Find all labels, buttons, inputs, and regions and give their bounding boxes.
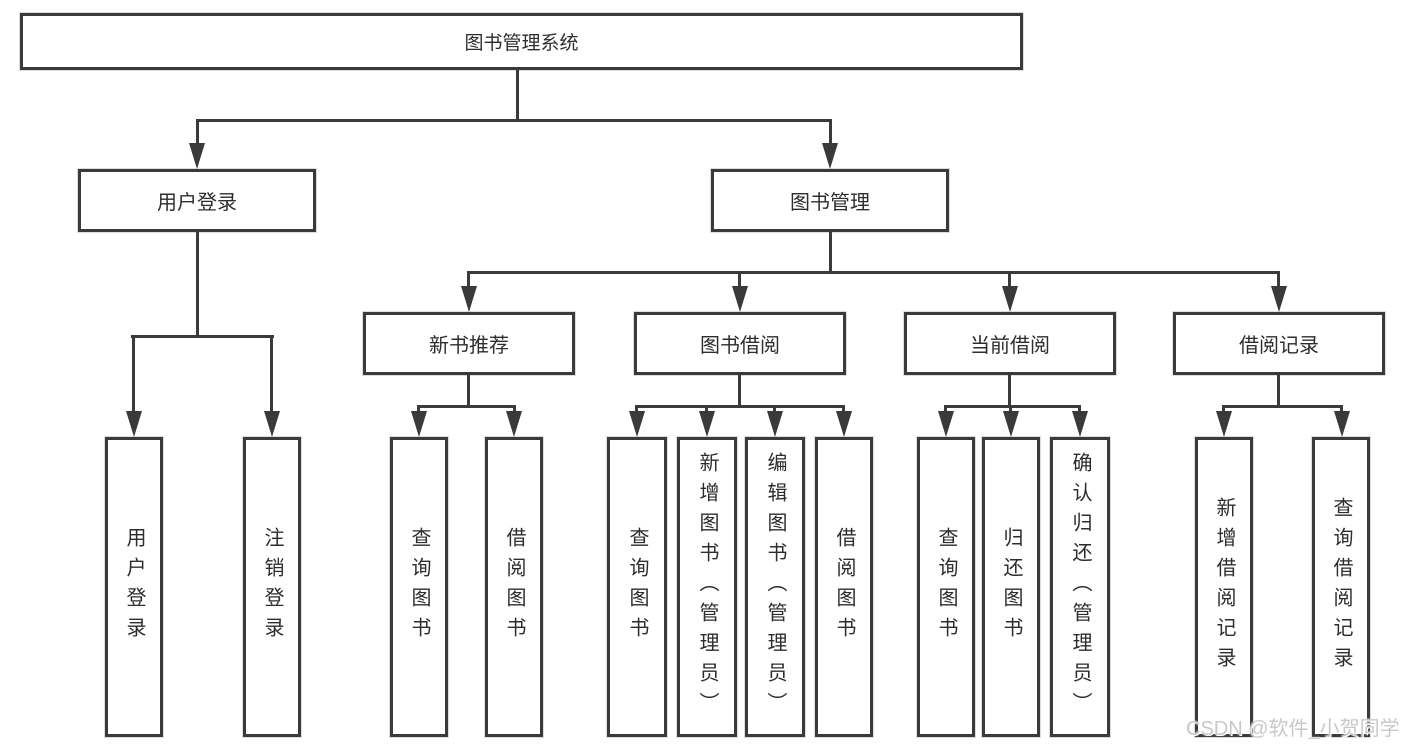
node-add-borrow-record-label: 新增借阅记录 xyxy=(1213,497,1235,677)
node-query-books-current: 查询图书 xyxy=(917,437,975,737)
node-borrow-books-recommend-label: 借阅图书 xyxy=(503,527,525,647)
connector-line xyxy=(196,119,832,122)
connector-line xyxy=(1277,271,1280,288)
connector-line xyxy=(1009,405,1012,415)
node-book-management-label: 图书管理 xyxy=(790,192,870,214)
node-current-borrowing: 当前借阅 xyxy=(904,312,1116,375)
arrow-down-icon xyxy=(411,411,427,437)
connector-line xyxy=(196,119,199,146)
connector-line xyxy=(1340,405,1343,415)
connector-line xyxy=(513,405,516,415)
connector-line xyxy=(196,230,199,336)
node-borrow-books-borrowing: 借阅图书 xyxy=(815,437,873,737)
node-user-login-label: 用户登录 xyxy=(123,527,145,647)
node-logout-login-label: 注销登录 xyxy=(261,527,283,647)
node-return-books-label: 归还图书 xyxy=(1000,527,1022,647)
connector-line xyxy=(270,335,273,413)
arrow-down-icon xyxy=(732,286,748,312)
connector-line xyxy=(131,335,274,338)
connector-line xyxy=(1078,405,1081,415)
arrow-down-icon xyxy=(1072,411,1088,437)
connector-line xyxy=(842,405,845,415)
connector-line xyxy=(1222,405,1225,415)
connector-line xyxy=(829,230,832,273)
connector-line xyxy=(738,271,741,288)
node-user-login-group-label: 用户登录 xyxy=(157,192,237,214)
connector-line xyxy=(1222,405,1343,408)
node-book-management: 图书管理 xyxy=(711,169,949,232)
connector-line xyxy=(1008,373,1011,407)
connector-line xyxy=(467,271,1280,274)
watermark: CSDN @软件_小贺同学 xyxy=(1186,718,1400,740)
node-borrowing-records-label: 借阅记录 xyxy=(1239,335,1319,357)
node-add-book-admin: 新增图书（管理员） xyxy=(677,437,737,737)
node-add-borrow-record: 新增借阅记录 xyxy=(1195,437,1253,737)
connector-line xyxy=(516,68,519,120)
node-library-system-label: 图书管理系统 xyxy=(464,33,579,54)
connector-line xyxy=(417,405,420,415)
node-user-login: 用户登录 xyxy=(105,437,163,737)
node-query-books-recommend: 查询图书 xyxy=(390,437,448,737)
arrow-down-icon xyxy=(767,411,783,437)
connector-line xyxy=(944,405,947,415)
arrow-down-icon xyxy=(1002,286,1018,312)
arrow-down-icon xyxy=(1271,286,1287,312)
node-book-borrowing: 图书借阅 xyxy=(634,312,846,375)
arrow-down-icon xyxy=(699,411,715,437)
node-borrowing-records: 借阅记录 xyxy=(1173,312,1385,375)
node-edit-book-admin-label: 编辑图书（管理员） xyxy=(764,452,786,722)
arrow-down-icon xyxy=(822,143,838,169)
connector-line xyxy=(1008,271,1011,288)
connector-line xyxy=(705,405,708,415)
connector-line xyxy=(773,405,776,415)
node-current-borrowing-label: 当前借阅 xyxy=(970,335,1050,357)
arrow-down-icon xyxy=(461,286,477,312)
connector-line xyxy=(635,405,638,415)
node-new-book-recommend-label: 新书推荐 xyxy=(429,335,509,357)
connector-line xyxy=(738,373,741,407)
node-logout-login: 注销登录 xyxy=(243,437,301,737)
connector-line xyxy=(132,335,135,413)
node-query-books-borrowing-label: 查询图书 xyxy=(626,527,648,647)
node-edit-book-admin: 编辑图书（管理员） xyxy=(745,437,805,737)
connector-line xyxy=(467,271,470,288)
arrow-down-icon xyxy=(836,411,852,437)
connector-line xyxy=(829,119,832,146)
arrow-down-icon xyxy=(506,411,522,437)
node-confirm-return-admin-label: 确认归还（管理员） xyxy=(1069,452,1091,722)
arrow-down-icon xyxy=(629,411,645,437)
connector-line xyxy=(944,405,1081,408)
node-confirm-return-admin: 确认归还（管理员） xyxy=(1050,437,1110,737)
node-new-book-recommend: 新书推荐 xyxy=(363,312,575,375)
node-library-system: 图书管理系统 xyxy=(20,13,1023,70)
arrow-down-icon xyxy=(126,411,142,437)
node-query-books-current-label: 查询图书 xyxy=(935,527,957,647)
node-user-login-group: 用户登录 xyxy=(78,169,316,232)
node-query-books-recommend-label: 查询图书 xyxy=(408,527,430,647)
arrow-down-icon xyxy=(189,143,205,169)
connector-line xyxy=(467,373,470,407)
arrow-down-icon xyxy=(1216,411,1232,437)
connector-line xyxy=(635,405,845,408)
arrow-down-icon xyxy=(1334,411,1350,437)
node-add-book-admin-label: 新增图书（管理员） xyxy=(696,452,718,722)
arrow-down-icon xyxy=(938,411,954,437)
node-query-borrow-record-label: 查询借阅记录 xyxy=(1330,497,1352,677)
node-query-borrow-record: 查询借阅记录 xyxy=(1312,437,1370,737)
node-return-books: 归还图书 xyxy=(982,437,1040,737)
arrow-down-icon xyxy=(264,411,280,437)
connector-line xyxy=(1277,373,1280,407)
node-borrow-books-recommend: 借阅图书 xyxy=(485,437,543,737)
node-book-borrowing-label: 图书借阅 xyxy=(700,335,780,357)
arrow-down-icon xyxy=(1003,411,1019,437)
connector-line xyxy=(417,405,516,408)
node-borrow-books-borrowing-label: 借阅图书 xyxy=(833,527,855,647)
node-query-books-borrowing: 查询图书 xyxy=(607,437,667,737)
